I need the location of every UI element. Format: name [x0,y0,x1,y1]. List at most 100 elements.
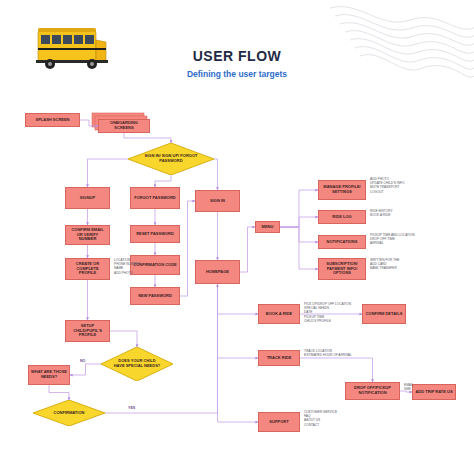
flow-connector [218,284,259,422]
process-box: SETUP CHILD/PUPIL'S PROFILE [65,320,110,342]
bus-window [74,35,83,44]
note-text: PHONE NUMBER [114,263,140,267]
node-label: SUPPORT [267,420,290,425]
wave-line [330,7,474,30]
flow-connector [217,212,218,260]
flow-connector [80,120,98,126]
process-box: HOMEPAGE [195,260,240,284]
process-box: SUBSCRIPTION/ PAYMENT INFO/ OPTIONS [318,258,366,280]
node-label: ONBOARDING SCREENS [99,121,149,130]
note-text: BOOK A RIDE [370,214,390,218]
note-text: CUSTOMER SERVICE [304,411,337,415]
process-box: CONFIRM DETAILS [362,304,406,324]
note-text: ARRIVAL [370,242,383,246]
flow-connector [214,159,218,190]
note-text: ABOUT US [304,419,320,423]
process-box: BOOK A RIDE [258,304,300,324]
flow-connector [240,227,255,272]
wave-line [355,47,474,70]
flow-connector [155,175,171,187]
node-label: ADD TRIP RATE US [413,390,454,395]
node-label: BOOK A RIDE [264,312,294,317]
note-text: NAME [114,267,123,271]
bus-wheel [87,59,97,69]
node-label: FORGOT PASSWORD [132,196,177,201]
wave-lines [330,7,474,78]
node-label: SIGN IN [208,199,227,204]
flow-connector [49,385,69,400]
note-text: PICK UP/DROP OFF LOCATION [304,303,351,307]
node-label: SETUP CHILD/PUPIL'S PROFILE [66,324,109,338]
process-box: RIDE LOG [318,210,366,224]
note-text: DROP OFF TIME [370,238,395,242]
flow-connector [124,133,171,143]
note-text: SPECIAL NEEDS [304,307,329,311]
flow-connector [87,280,88,320]
note-text: PICKUP TIME [304,316,324,320]
flow-connector [88,159,129,187]
decision-diamond: DOES YOUR CHILD HAVE SPECIAL NEEDS? [101,347,173,381]
flow-connector [300,358,373,382]
bus-wheel [45,59,55,69]
flow-connector [155,209,156,225]
flow-connector [110,331,137,347]
process-box: MANAGE PROFILE/ SETTINGS [318,180,366,200]
edge-label: NO [80,359,85,363]
flow-connector [218,284,259,358]
flow-connector [280,217,318,227]
node-label: HOMEPAGE [204,270,231,275]
note-text: RIDE HISTORY [370,210,393,214]
diamond-shape [33,400,105,426]
process-box: SPLASH SCREEN [25,113,80,127]
note-text: CHILD'S PROFILE [304,320,331,324]
flow-connector [155,243,156,255]
node-label: DROP OFF/PICKUP NOTIFICATION [346,386,399,395]
node-label: DOES YOUR CHILD HAVE SPECIAL NEEDS? [101,359,173,368]
bus-window [41,35,50,44]
decision-diamond: CONFIRMATION [33,400,105,426]
process-box: ADD TRIP RATE US [412,384,456,400]
subtitle: Defining the user targets [0,70,474,79]
node-label: SIGN IN/ SIGN UP/ FORGOT PASSWORD [128,154,214,163]
process-box: SIGN IN [195,190,240,212]
bus-hub [48,62,52,66]
note-text: EMAIL [404,384,414,388]
flow-connector [87,209,88,225]
flow-connector [180,201,195,296]
wave-line [360,55,474,78]
bus-stripe [38,48,106,50]
node-label: CREATE OR COMPLETE PROFILE [66,262,109,276]
node-label: MENU [260,225,276,230]
wave-line [345,31,474,54]
diamond-shape [128,143,214,175]
flow-connector [280,190,318,227]
node-label: SIGNUP [78,196,97,201]
process-box: SIGNUP [65,187,110,209]
note-text: MUTE TRANSPORT [370,186,399,190]
note-text: TRACK LOCATION [304,350,332,354]
process-box: TRACK RIDE [258,350,300,366]
flow-connector [87,245,88,258]
node-label: WHAT ARE THOSE NEEDS? [29,370,69,379]
flow-connector [70,364,101,375]
school-bus-illustration [36,28,108,69]
process-box: CREATE OR COMPLETE PROFILE [65,258,110,280]
node-label: SUBSCRIPTION/ PAYMENT INFO/ OPTIONS [319,262,365,276]
wave-line [335,15,474,38]
note-text: ADD CARD [370,263,387,267]
node-label: CONFIRMATION [42,411,97,416]
node-label: SPLASH SCREEN [33,118,71,123]
node-label: RESET PASSWORD [134,232,176,237]
process-box: RESET PASSWORD [130,225,180,243]
note-text: DATE [304,311,312,315]
node-label: NEW PASSWORD [136,294,174,299]
note-text: ADD PHOTO [370,178,389,182]
node-label: CONFIRM DETAILS [364,312,405,317]
bus-roof [38,28,96,32]
process-box: MENU [255,221,280,233]
edge-label: YES [128,406,135,410]
note-text: ESTIMATED HOUR OF ARRIVAL [304,354,352,358]
flow-connector [105,284,218,413]
